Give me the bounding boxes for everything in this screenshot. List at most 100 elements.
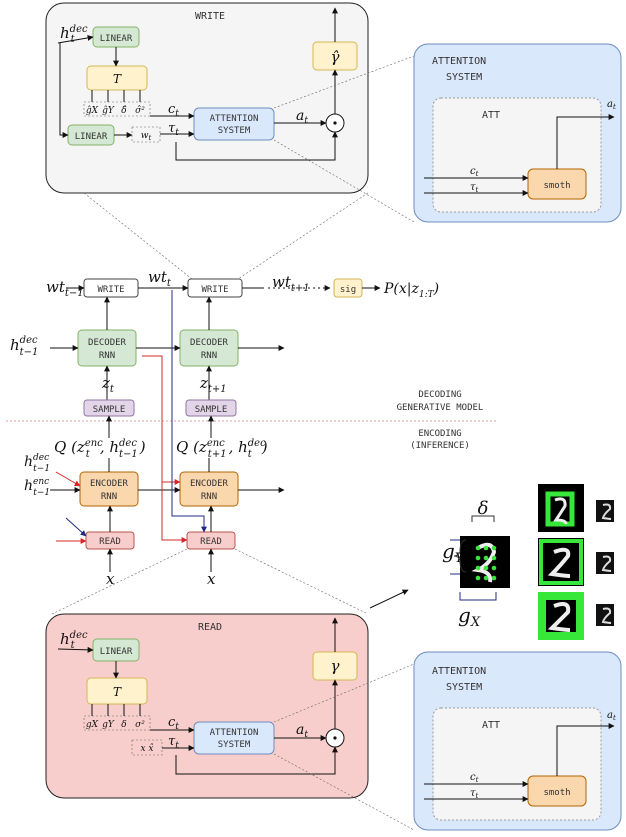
glimpse-patch-1-stroke — [601, 503, 612, 520]
write-c-label: ct — [168, 102, 179, 119]
gy-ticks — [450, 539, 460, 575]
read-param-gy: gY — [102, 720, 115, 730]
encoding-label-2: (INFERENCE) — [410, 441, 470, 451]
red-path-decoder-read — [161, 482, 188, 543]
read-att-line2: SYSTEM — [218, 740, 251, 750]
z-t-label: zt — [101, 374, 115, 395]
decoder-2-line1: DECODER — [190, 338, 229, 348]
encoding-label-1: ENCODING — [418, 429, 461, 439]
sample-1-label: SAMPLE — [93, 405, 126, 415]
blue-path-write-read — [171, 290, 207, 533]
read-t-label: T — [113, 685, 122, 699]
arrow-red-encoder1 — [55, 471, 81, 487]
att-bottom-arrow-out — [556, 723, 615, 776]
att-bottom-a: at — [607, 710, 616, 722]
glimpse-patch-3-stroke — [601, 607, 612, 624]
write-t-label: T — [113, 72, 122, 86]
write-w-label: wt — [141, 131, 152, 142]
att-bottom-smoth-label: smoth — [543, 788, 570, 798]
read-param-sigma: σ² — [135, 720, 145, 730]
write-param-sigma: σ̂² — [135, 105, 145, 116]
att-top-tau: τt — [470, 182, 479, 194]
att-panel-bottom-title1: ATTENTION — [432, 666, 486, 677]
read-att-line1: ATTENTION — [210, 728, 259, 738]
write-linear-1-label: LINEAR — [100, 34, 133, 44]
write-params-box — [83, 101, 151, 117]
digit-main-stroke — [471, 542, 497, 583]
write-w-box — [131, 126, 161, 143]
write-zoom-lines — [83, 192, 369, 280]
attention-digit-illustration: δ gY gX — [369, 484, 614, 640]
encoder-1-line2: RNN — [101, 492, 117, 502]
att-bottom-label: ATT — [482, 720, 500, 731]
write-arrows-params — [91, 90, 141, 102]
unrolled-model: wtt−1 WRITE wtt WRITE wtt+1 sig P(x|z1:T… — [6, 268, 496, 588]
decoder-1-line1: DECODER — [88, 338, 127, 348]
delta-label: δ — [478, 498, 489, 519]
red-path-decoder-encoder — [142, 355, 181, 485]
read-2-label: READ — [200, 537, 222, 547]
write-att-line1: ATTENTION — [210, 114, 259, 124]
write-a-label: at — [296, 108, 308, 126]
write-odot-dot — [333, 121, 337, 125]
glimpse-stroke-1 — [553, 497, 568, 525]
write-param-gx: ĝX — [86, 105, 99, 116]
wt-prev-label: wtt−1 — [46, 278, 84, 299]
read-tau-label: τt — [168, 734, 179, 751]
read-odot-dot — [333, 736, 337, 740]
write-arrow-h-linear2 — [59, 43, 69, 138]
write-tau-label: τt — [168, 121, 179, 138]
att-top-smoth-label: smoth — [543, 181, 570, 191]
encoder-2-line1: ENCODER — [190, 479, 229, 489]
att-panel-bottom-title2: SYSTEM — [446, 682, 482, 693]
write-arrow-h-linear — [57, 34, 94, 44]
decoding-label-1: DECODING — [418, 390, 461, 400]
read-arrows-params — [91, 704, 141, 716]
att-top-a: at — [607, 99, 616, 111]
write-att-line2: SYSTEM — [218, 126, 251, 136]
x-input-1: x — [106, 570, 115, 588]
read-panel-title: READ — [198, 622, 222, 633]
att-top-label: ATT — [482, 110, 500, 121]
attention-grid-points — [475, 545, 497, 581]
write-arrow-w-odot — [175, 131, 338, 161]
write-gamma-label: γ̂ — [331, 48, 340, 66]
x-input-2: x — [207, 570, 216, 588]
read-arrow-h-linear — [57, 646, 94, 653]
encoder-2-line2: RNN — [201, 492, 217, 502]
att-top-c: ct — [470, 166, 479, 178]
read-c-label: ct — [168, 715, 179, 732]
wt-label: wtt — [148, 268, 172, 289]
att-bottom-c: ct — [470, 772, 479, 784]
att-panel-top-title2: SYSTEM — [446, 72, 482, 83]
read-param-delta: δ — [121, 720, 126, 730]
arrow-to-digits — [369, 589, 409, 609]
glimpse-patch-2-stroke — [601, 555, 612, 572]
delta-bracket — [471, 515, 495, 522]
read-arrow-x-odot — [175, 746, 338, 775]
read-1-label: READ — [99, 537, 121, 547]
att-top-arrow-out — [556, 114, 615, 169]
attention-system-panel-bottom: ATTENTION SYSTEM ATT smoth ct τt at — [273, 651, 622, 831]
sig-label: sig — [340, 285, 356, 295]
read-params-box — [83, 715, 151, 731]
read-zoom-lines — [51, 548, 369, 615]
gy-brace — [453, 539, 467, 573]
decoder-1-line2: RNN — [99, 351, 115, 361]
write-linear-2-label: LINEAR — [75, 132, 108, 142]
write-param-gy: ĝY — [102, 105, 115, 116]
write-panel-frame — [45, 2, 369, 194]
arrow-blue-read1 — [65, 517, 87, 537]
sample-2-label: SAMPLE — [195, 405, 228, 415]
decoding-label-2: GENERATIVE MODEL — [397, 403, 484, 413]
write-box-2-label: WRITE — [201, 285, 228, 295]
